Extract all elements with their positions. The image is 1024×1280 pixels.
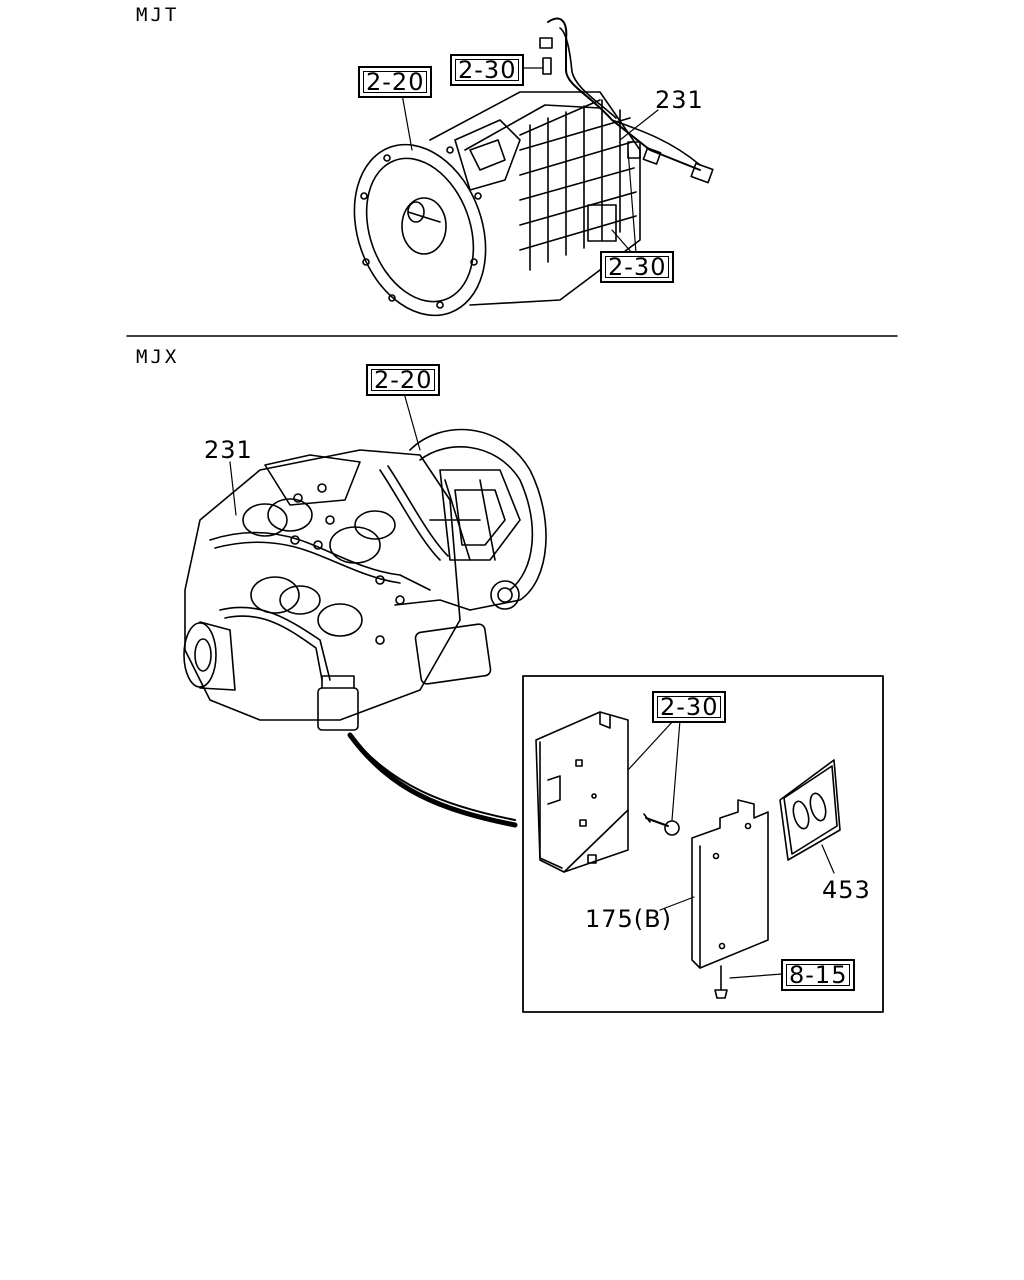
- part-label-231-mjx[interactable]: 231: [204, 436, 253, 464]
- ref-box-8-15[interactable]: 8-15: [781, 959, 856, 991]
- detail-frame: [522, 675, 884, 1013]
- detail-inset-drawing: [522, 675, 884, 1013]
- ref-box-2-20-mjx[interactable]: 2-20: [366, 364, 441, 396]
- part-label-175b[interactable]: 175(B): [585, 905, 672, 933]
- ref-box-2-30-detail[interactable]: 2-30: [652, 691, 727, 723]
- ref-box-2-20-mjt[interactable]: 2-20: [358, 66, 433, 98]
- mjt-transmission-drawing: [353, 17, 714, 317]
- section-label-mjt: MJT: [136, 4, 180, 26]
- section-label-mjx: MJX: [136, 346, 180, 368]
- mjx-transmission-drawing: [183, 392, 547, 828]
- part-label-453[interactable]: 453: [822, 876, 871, 904]
- ref-box-2-30-mjt-upper[interactable]: 2-30: [450, 54, 525, 86]
- ref-box-2-30-mjt-lower[interactable]: 2-30: [600, 251, 675, 283]
- part-label-231-mjt[interactable]: 231: [655, 86, 704, 114]
